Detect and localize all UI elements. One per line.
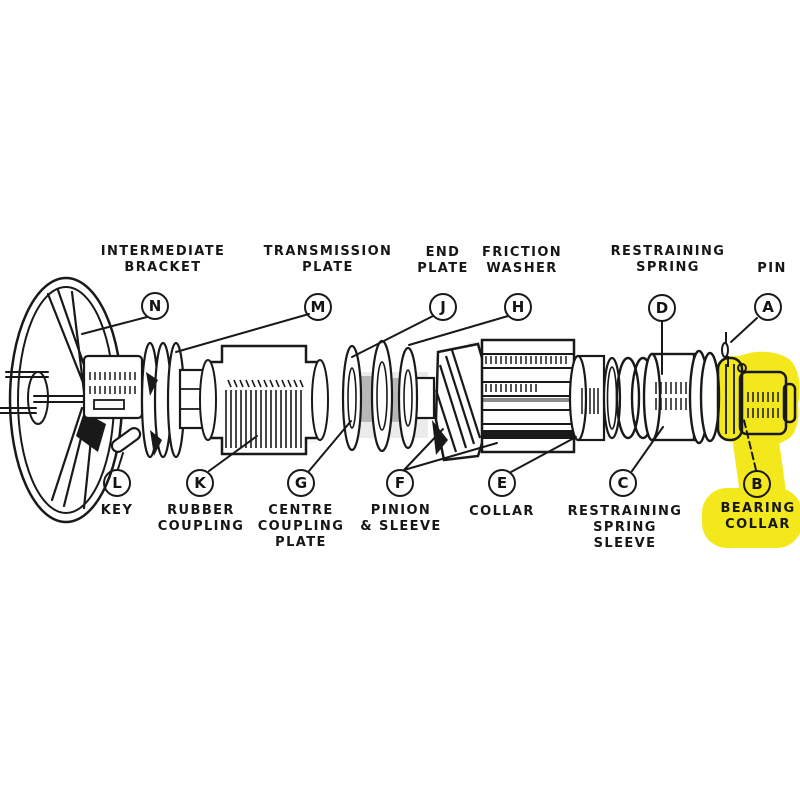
- part-circle-H: H: [504, 293, 532, 321]
- key-drawing: [110, 427, 142, 453]
- part-label-bearing-collar-highlighted: BEARING COLLAR: [720, 501, 796, 532]
- part-label-restraining-spring: RESTRAINING SPRING: [610, 244, 726, 275]
- part-circle-A: A: [754, 293, 782, 321]
- part-circle-B-highlighted: B: [743, 470, 771, 498]
- part-label-key: KEY: [100, 503, 134, 518]
- rubber-coupling-drawing: [199, 344, 329, 456]
- part-label-friction-washer: FRICTION WASHER: [481, 245, 563, 276]
- part-circle-G: G: [287, 469, 315, 497]
- part-circle-E: E: [488, 469, 516, 497]
- part-circle-N: N: [141, 292, 169, 320]
- pinion-sleeve-drawing: [432, 338, 576, 462]
- part-circle-J: J: [429, 293, 457, 321]
- transmission-plate-drawing: [140, 341, 206, 459]
- part-label-transmission-plate: TRANSMISSION PLATE: [263, 244, 393, 275]
- part-circle-D: D: [648, 294, 676, 322]
- part-label-pin: PIN: [757, 261, 787, 276]
- part-circle-L: L: [103, 469, 131, 497]
- part-circle-C: C: [609, 469, 637, 497]
- shaft-drawing: [82, 354, 144, 420]
- part-label-pinion-sleeve: PINION & SLEEVE: [360, 503, 442, 534]
- bearing-collar-drawing: [716, 356, 797, 442]
- spring-sleeve-drawing: [642, 349, 721, 445]
- part-label-centre-coupling-plate: CENTRE COUPLING PLATE: [257, 503, 345, 550]
- part-circle-F: F: [386, 469, 414, 497]
- leader-lines: [81, 313, 758, 473]
- pin-drawing: [721, 332, 729, 367]
- part-circle-M: M: [304, 293, 332, 321]
- part-circle-K: K: [186, 469, 214, 497]
- part-label-intermediate-bracket: INTERMEDIATE BRACKET: [100, 244, 226, 275]
- part-label-collar: COLLAR: [469, 504, 535, 519]
- part-label-rubber-coupling: RUBBER COUPLING: [157, 503, 245, 534]
- part-label-restraining-spring-sleeve: RESTRAINING SPRING SLEEVE: [567, 504, 683, 551]
- part-label-end-plate: END PLATE: [417, 245, 469, 276]
- collar-drawing: [568, 354, 622, 442]
